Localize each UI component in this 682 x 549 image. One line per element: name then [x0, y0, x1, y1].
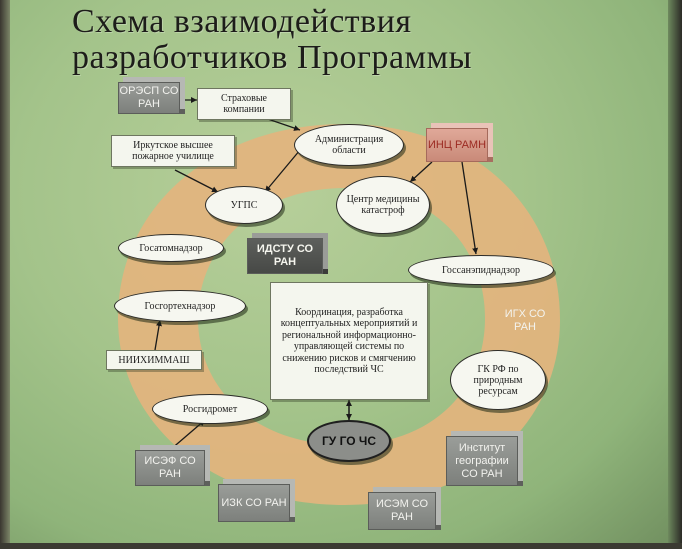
node-isem: ИСЭМ СО РАН: [368, 492, 436, 530]
node-izk: ИЗК СО РАН: [218, 484, 290, 522]
node-gugo: ГУ ГО ЧС: [307, 420, 391, 462]
node-gossanepidnadzor: Госсанэпиднадзор: [408, 255, 554, 285]
node-gosgortekhnadzor: Госгортехнадзор: [114, 290, 246, 322]
node-irkutskoe-uchilishche: Иркутское высшее пожарное училище: [111, 135, 235, 167]
node-inc-ramn: ИНЦ РАМН: [426, 128, 488, 162]
link-inc-gossanepid: [461, 161, 479, 255]
link-isef-rosgidromet: [169, 419, 206, 451]
link-uchilishche-ugps: [174, 169, 219, 193]
node-tsentr-mediciny: Центр медицины катастроф: [336, 176, 430, 234]
node-isef: ИСЭФ СО РАН: [135, 450, 205, 486]
node-gk-rf: ГК РФ по природным ресурсам: [450, 350, 546, 410]
frame-left-edge: [0, 0, 10, 549]
node-gosatomnadzor: Госатомнадзор: [118, 234, 224, 262]
node-niikhimmash: НИИХИММАШ: [106, 350, 202, 370]
frame-right-edge: [668, 0, 682, 549]
node-rosgidromet: Росгидромет: [152, 394, 268, 424]
node-center-coordination: Координация, разработка концептуальных м…: [270, 282, 428, 400]
link-inc-tsentr: [409, 161, 433, 183]
node-ugps: УГПС: [205, 186, 283, 224]
frame-bottom-edge: [0, 543, 682, 549]
node-idstu: ИДСТУ СО РАН: [247, 238, 323, 274]
node-strakhovye: Страховые компании: [197, 88, 291, 120]
link-niikhimmash-gosgortekh: [154, 319, 162, 351]
link-administratsiya-ugps: [264, 149, 301, 193]
title-line-2: разработчиков Программы: [72, 39, 472, 76]
node-igkh: ИГХ СО РАН: [504, 308, 546, 333]
title-line-1: Схема взаимодействия: [72, 3, 412, 40]
node-administratsiya: Администрация области: [294, 124, 404, 166]
node-institut-geografii: Институт географии СО РАН: [446, 436, 518, 486]
node-oresp: ОРЭСП СО РАН: [118, 82, 180, 114]
